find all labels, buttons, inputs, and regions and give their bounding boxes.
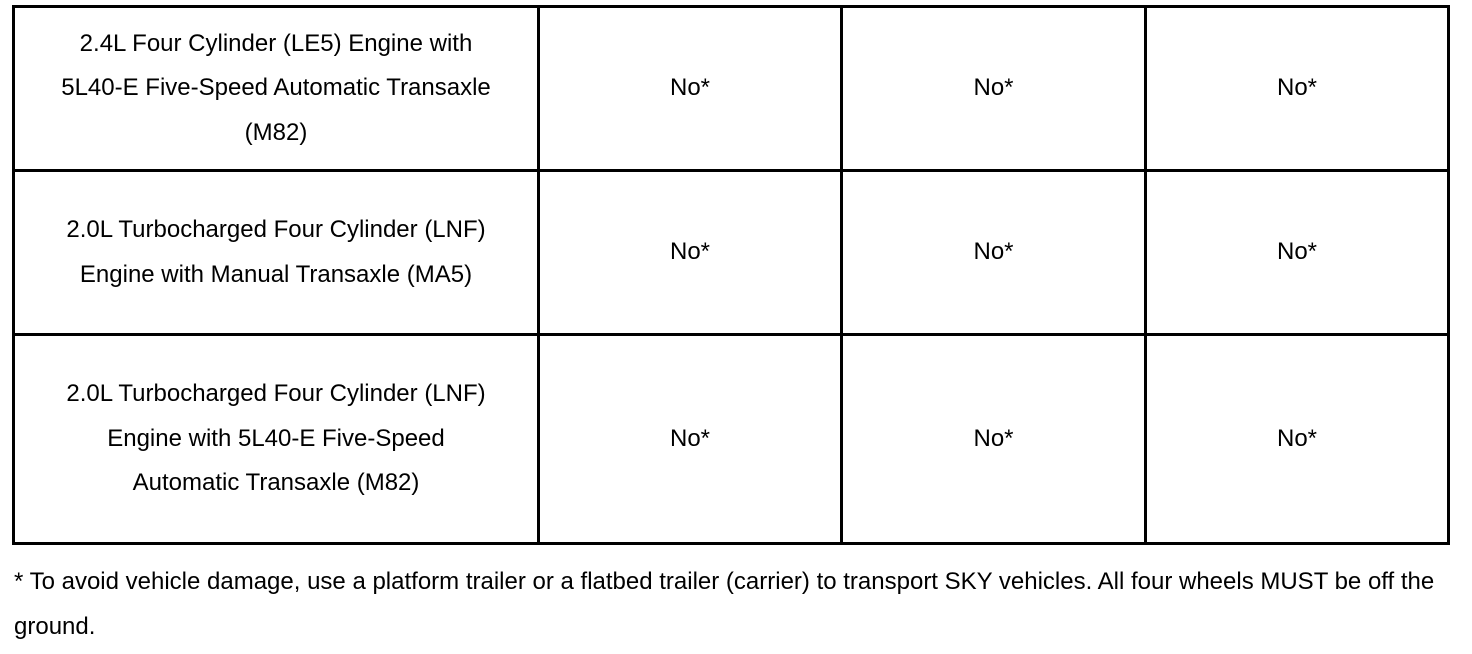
- configuration-cell: 2.4L Four Cylinder (LE5) Engine with 5L4…: [12, 5, 540, 172]
- footnote: * To avoid vehicle damage, use a platfor…: [14, 568, 1435, 640]
- configuration-cell: 2.0L Turbocharged Four Cylinder (LNF) En…: [12, 333, 540, 545]
- value-cell: No*: [537, 169, 843, 336]
- configuration-label: 2.4L Four Cylinder (LE5) Engine with 5L4…: [61, 29, 491, 146]
- value-cell: No*: [537, 333, 843, 545]
- towing-table: 2.4L Four Cylinder (LE5) Engine with 5L4…: [12, 5, 1450, 545]
- value-cell: No*: [537, 5, 843, 172]
- configuration-cell: 2.0L Turbocharged Four Cylinder (LNF) En…: [12, 169, 540, 336]
- value-cell: No*: [840, 169, 1147, 336]
- value-cell: No*: [840, 333, 1147, 545]
- value-cell: No*: [1144, 169, 1450, 336]
- value-cell: No*: [1144, 5, 1450, 172]
- table-row: 2.4L Four Cylinder (LE5) Engine with 5L4…: [12, 5, 1450, 172]
- configuration-label: 2.0L Turbocharged Four Cylinder (LNF) En…: [66, 216, 486, 288]
- configuration-label: 2.0L Turbocharged Four Cylinder (LNF) En…: [66, 380, 486, 497]
- value-cell: No*: [840, 5, 1147, 172]
- table-row: 2.0L Turbocharged Four Cylinder (LNF) En…: [12, 169, 1450, 336]
- value-cell: No*: [1144, 333, 1450, 545]
- table-row: 2.0L Turbocharged Four Cylinder (LNF) En…: [12, 333, 1450, 545]
